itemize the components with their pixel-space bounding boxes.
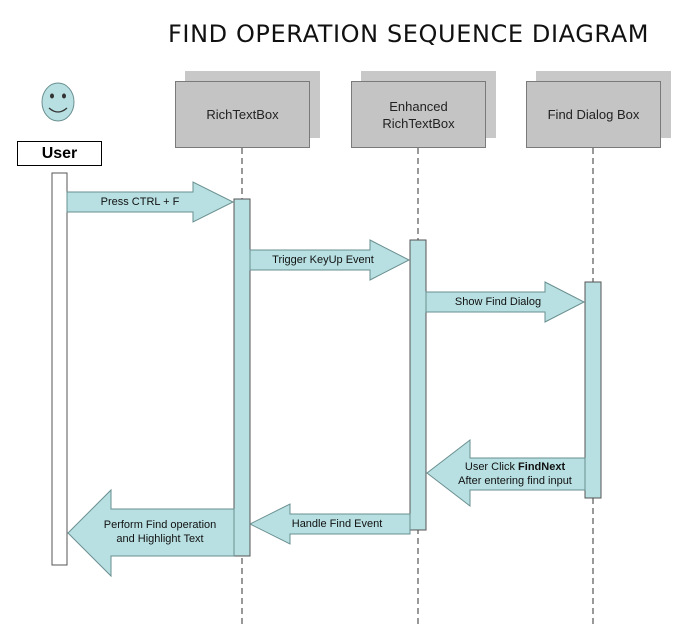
smiley-face-icon bbox=[41, 82, 75, 122]
message-label-perform-find-operation: Perform Find operation and Highlight Tex… bbox=[85, 518, 235, 546]
arrow-press-ctrl-f bbox=[66, 181, 235, 223]
arrow-handle-find-event bbox=[248, 503, 411, 545]
arrow-show-find-dialog bbox=[425, 281, 586, 323]
activation-richtextbox bbox=[233, 198, 251, 557]
activation-find-dialog-box bbox=[584, 281, 602, 499]
participant-label: Find Dialog Box bbox=[547, 107, 640, 122]
participant-label: RichTextBox bbox=[206, 107, 279, 122]
message-label-press-ctrl-f: Press CTRL + F bbox=[100, 196, 180, 208]
arrow-user-click-findnext bbox=[426, 438, 586, 508]
arrow-trigger-keyup-event bbox=[249, 239, 411, 281]
message-label-handle-find-event: Handle Find Event bbox=[291, 518, 383, 530]
diagram-title: FIND OPERATION SEQUENCE DIAGRAM bbox=[168, 20, 650, 48]
message-text-bold: FindNext bbox=[518, 461, 566, 473]
participant-enhanced-richtextbox: Enhanced RichTextBox bbox=[351, 81, 486, 148]
participant-label-line1: Enhanced bbox=[389, 98, 448, 114]
message-text-line1: Perform Find operation bbox=[103, 519, 217, 531]
participant-find-dialog-box: Find Dialog Box bbox=[526, 81, 661, 148]
message-label-user-click-findnext: User Click FindNext After entering find … bbox=[440, 460, 590, 488]
actor-user-box: User bbox=[17, 141, 102, 166]
message-text-prefix: User Click bbox=[464, 461, 519, 473]
arrow-perform-find-operation bbox=[67, 488, 235, 578]
message-label-show-find-dialog: Show Find Dialog bbox=[454, 296, 542, 308]
message-text-line2: and Highlight Text bbox=[116, 533, 204, 545]
activation-enhanced-richtextbox bbox=[409, 239, 427, 531]
message-text-line2: After entering find input bbox=[458, 475, 572, 487]
participant-label-line2: RichTextBox bbox=[382, 115, 455, 131]
activation-user bbox=[51, 172, 68, 566]
message-label-trigger-keyup-event: Trigger KeyUp Event bbox=[272, 254, 374, 266]
participant-richtextbox: RichTextBox bbox=[175, 81, 310, 148]
